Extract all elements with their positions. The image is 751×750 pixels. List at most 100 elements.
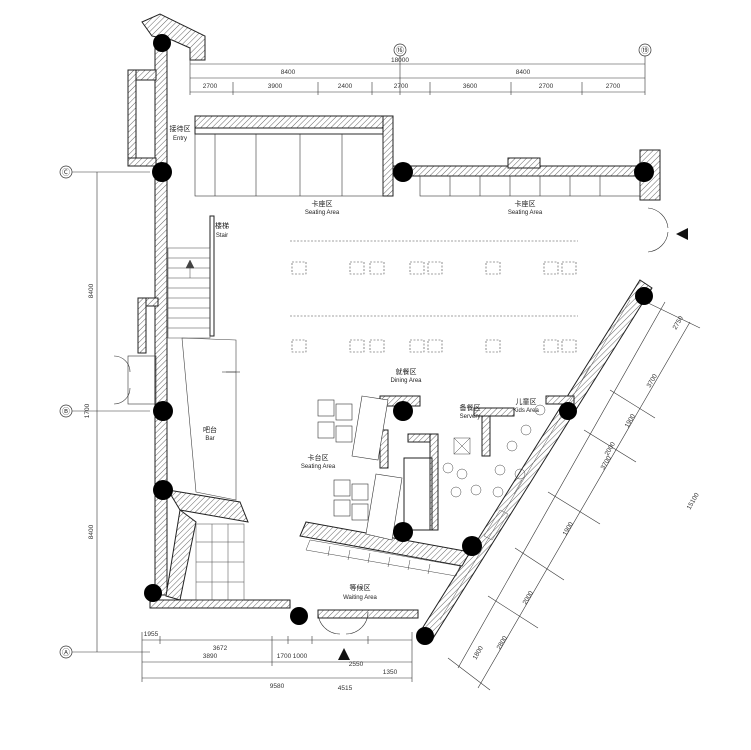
room-name-zh: 卡座区 bbox=[515, 199, 536, 208]
dim-diag: 2000 bbox=[522, 590, 535, 606]
dim-bottom: 3672 bbox=[213, 645, 228, 652]
stair bbox=[167, 247, 211, 339]
dim-bottom: 9580 bbox=[270, 683, 285, 690]
top-dimensions bbox=[189, 50, 646, 95]
room-name-zh: 卡座区 bbox=[312, 199, 333, 208]
room-name-en: Dining Area bbox=[390, 378, 422, 384]
left-grid-axis-b: Ⓑ 1700 bbox=[59, 403, 91, 418]
axis-sublabel: 18000 bbox=[391, 57, 409, 64]
column-marker bbox=[153, 401, 173, 421]
axis-label: Ⓑ bbox=[62, 407, 70, 416]
column-marker bbox=[559, 402, 577, 420]
entrance-arrow-icon bbox=[676, 228, 688, 240]
diagonal-dimensions bbox=[447, 299, 701, 691]
axis-label: ⑯ bbox=[396, 46, 404, 55]
storefront-glazing bbox=[439, 299, 631, 621]
column-marker bbox=[416, 627, 434, 645]
room-name-zh: 吧台 bbox=[203, 425, 217, 434]
room-name-en: Bar bbox=[205, 436, 214, 442]
column-marker bbox=[393, 162, 413, 182]
central-sofas bbox=[317, 395, 403, 541]
dim-left-lower: 8400 bbox=[88, 524, 95, 539]
room-name-en: Seating Area bbox=[301, 464, 336, 470]
dim-bottom: 2550 bbox=[349, 661, 364, 668]
left-grid-axis-c: Ⓒ bbox=[59, 165, 73, 179]
dim-diag: 3700 bbox=[600, 455, 613, 471]
dim-overall-left: 8400 bbox=[281, 69, 296, 76]
bottom-dimensions bbox=[141, 632, 413, 682]
dim-diag-total: 15100 bbox=[686, 492, 701, 511]
column-marker bbox=[393, 522, 413, 542]
room-name-en: Kids Area bbox=[513, 408, 539, 414]
dim-bottom: 3890 bbox=[203, 653, 218, 660]
room-label-seating-1: 卡座区 Seating Area bbox=[305, 199, 340, 216]
dim-diag: 1900 bbox=[562, 521, 575, 537]
dim-diag-inner: 2800 bbox=[496, 635, 509, 651]
room-name-zh: 等候区 bbox=[350, 583, 371, 592]
dim-bottom: 1700 bbox=[277, 653, 292, 660]
axis-label: Ⓒ bbox=[62, 168, 70, 177]
dim-diag: 3700 bbox=[646, 373, 659, 389]
dim-bottom: 1350 bbox=[383, 669, 398, 676]
dining-tables bbox=[290, 240, 578, 353]
room-label-waiting: 等候区 Waiting Area bbox=[343, 583, 377, 601]
top-grid-axis-b: ⑲ bbox=[638, 43, 652, 57]
room-name-en: Entry bbox=[173, 136, 187, 142]
walls bbox=[127, 13, 661, 641]
dim-seg: 2700 bbox=[203, 83, 218, 90]
column-markers bbox=[144, 34, 654, 645]
column-marker bbox=[393, 401, 413, 421]
room-name-en: Seating Area bbox=[508, 210, 543, 216]
dim-diag: 2750 bbox=[672, 315, 685, 331]
column-marker bbox=[634, 162, 654, 182]
dim-seg: 2400 bbox=[338, 83, 353, 90]
dim-overall-right: 8400 bbox=[516, 69, 531, 76]
room-label-servery: 备餐区 Servery bbox=[460, 403, 481, 420]
waiting-bench bbox=[305, 539, 461, 577]
column-marker bbox=[290, 607, 308, 625]
column-marker bbox=[153, 480, 173, 500]
room-name-zh: 备餐区 bbox=[460, 403, 481, 412]
lower-left-seating bbox=[195, 523, 245, 601]
axis-sublabel: 1700 bbox=[84, 403, 91, 418]
room-name-zh: 就餐区 bbox=[396, 367, 417, 376]
left-dimensions bbox=[70, 171, 150, 653]
dim-bottom: 1000 bbox=[293, 653, 308, 660]
column-marker bbox=[152, 162, 172, 182]
dim-seg: 2700 bbox=[394, 83, 409, 90]
room-name-en: Servery bbox=[460, 414, 481, 420]
room-label-seating-2: 卡座区 Seating Area bbox=[508, 199, 543, 216]
servery-props bbox=[442, 404, 546, 498]
dim-bottom: 4515 bbox=[338, 685, 353, 692]
room-name-zh: 儿童区 bbox=[516, 397, 537, 406]
room-name-zh: 接待区 bbox=[170, 124, 191, 133]
column-marker bbox=[144, 584, 162, 602]
dim-seg: 3600 bbox=[463, 83, 478, 90]
room-label-bar: 吧台 Bar bbox=[203, 425, 217, 442]
dim-diag-inner: 1800 bbox=[472, 645, 485, 661]
left-grid-axis-a: Ⓐ bbox=[59, 645, 73, 659]
room-label-stair: 楼梯 Stair bbox=[215, 221, 229, 239]
dim-seg: 3900 bbox=[268, 83, 283, 90]
doors bbox=[113, 207, 669, 635]
column-marker bbox=[462, 536, 482, 556]
dim-diag-inner: 1900 bbox=[624, 413, 637, 429]
room-name-zh: 卡台区 bbox=[308, 453, 329, 462]
room-label-entry: 接待区 Entry bbox=[170, 124, 191, 142]
column-marker bbox=[153, 34, 171, 52]
room-name-en: Seating Area bbox=[305, 210, 340, 216]
room-label-seating-3: 卡台区 Seating Area bbox=[301, 453, 336, 470]
column-marker bbox=[635, 287, 653, 305]
axis-label: ⑲ bbox=[641, 46, 649, 55]
dim-seg: 2700 bbox=[606, 83, 621, 90]
bar-counter bbox=[181, 337, 237, 501]
seating-booths-top bbox=[194, 133, 641, 197]
room-label-kids: 儿童区 Kids Area bbox=[513, 397, 539, 414]
room-name-en: Waiting Area bbox=[343, 595, 377, 601]
entrance-arrow-icon bbox=[338, 648, 350, 660]
axis-label: Ⓐ bbox=[62, 648, 70, 657]
room-label-dining: 就餐区 Dining Area bbox=[390, 367, 422, 384]
dim-left-upper: 8400 bbox=[88, 283, 95, 298]
room-name-zh: 楼梯 bbox=[215, 221, 229, 230]
